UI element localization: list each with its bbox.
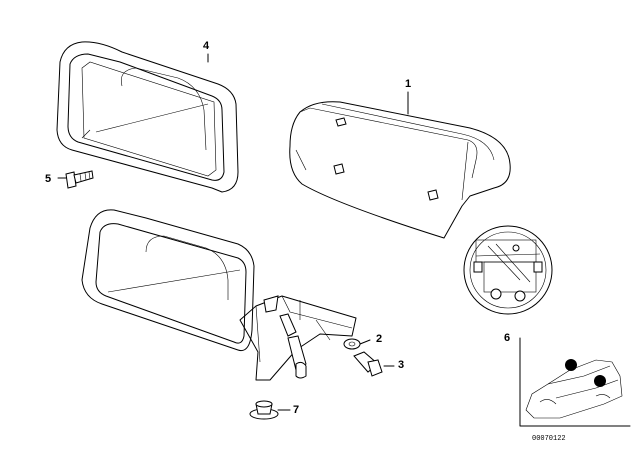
part-6-motor [463,225,553,315]
callout-4: 4 [203,40,210,52]
callout-5: 5 [45,173,52,185]
locator-dot-lower [594,375,606,387]
callout-1: 1 [405,78,412,90]
callout-6: 6 [504,332,511,344]
callout-2: 2 [376,333,383,345]
part-7-plug [249,400,291,420]
locator-dot-upper [565,359,577,371]
reference-code: 00070122 [532,435,566,443]
callout-7: 7 [293,404,300,416]
car-locator-inset [519,337,631,427]
part-4-mirror-glass [56,41,239,193]
part-5-screw [57,170,94,189]
leader-lines [207,53,409,115]
callout-3: 3 [398,359,405,371]
part-3-bolt [353,351,395,377]
part-2-washer [343,338,371,350]
part-1-mirror-cover [289,101,511,239]
mirror-assembly [81,209,357,381]
